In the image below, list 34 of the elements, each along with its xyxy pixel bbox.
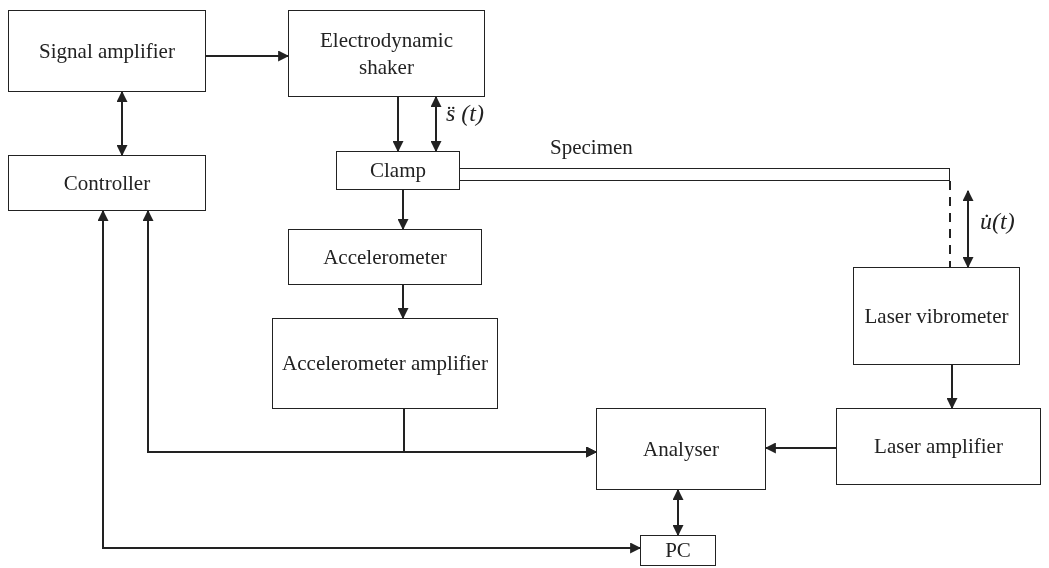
- arrow: [946, 364, 958, 410]
- block-box: [272, 318, 498, 409]
- arrow: [430, 95, 442, 153]
- arrow: [397, 189, 409, 231]
- block-label: Signal amplifier: [39, 37, 175, 65]
- arrow: [97, 209, 642, 554]
- block-box: [8, 10, 206, 92]
- arrow: [397, 284, 409, 320]
- block-label: Analyser: [643, 435, 719, 463]
- block-label: Controller: [63, 169, 151, 197]
- block-label: Electrodynamic shaker: [319, 27, 454, 80]
- block-box: [596, 408, 766, 490]
- block-box: [836, 408, 1041, 485]
- dashed-line: [949, 180, 951, 268]
- block-label: Accelerometer amplifier: [282, 350, 488, 377]
- block-label: Clamp: [370, 157, 426, 184]
- arrow: [142, 209, 598, 458]
- block-box: [853, 267, 1020, 365]
- arrow: [392, 96, 404, 153]
- arrow: [962, 189, 974, 269]
- arrow: [672, 488, 684, 537]
- block-box: [640, 535, 716, 566]
- block-box: [8, 155, 206, 211]
- block-box: [288, 10, 485, 97]
- block-label: Laser vibrometer: [864, 302, 1009, 330]
- arrow: [764, 442, 837, 454]
- block-label: Laser amplifier: [874, 433, 1003, 460]
- block-label: Accelerometer: [323, 243, 447, 271]
- block-label: PC: [665, 537, 691, 564]
- arrow: [205, 50, 290, 62]
- block-box: [288, 229, 482, 285]
- specimen-label: Specimen: [550, 135, 633, 160]
- block-box: [336, 151, 460, 190]
- arrow: [116, 90, 128, 157]
